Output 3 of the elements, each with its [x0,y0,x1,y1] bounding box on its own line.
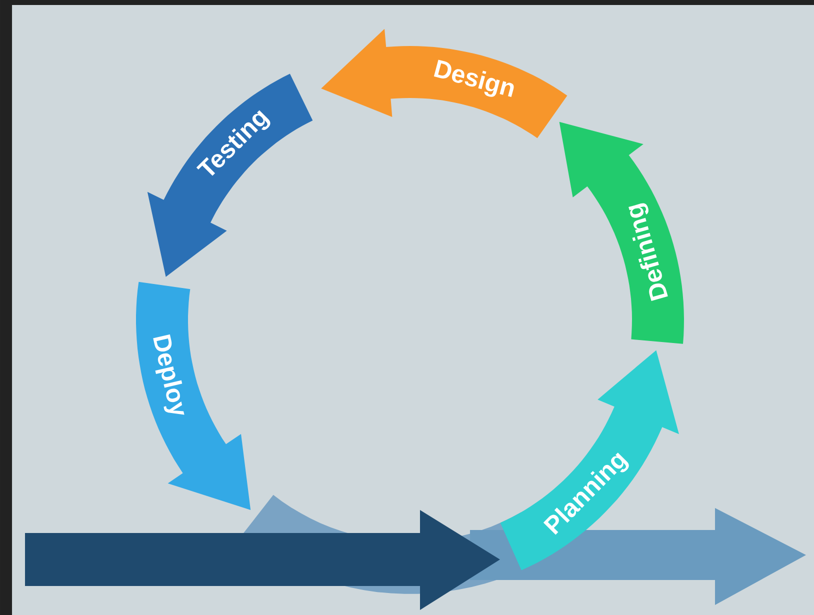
process-step: Deploy [136,282,251,510]
process-step: Defining [559,122,684,344]
process-step: Design [321,28,568,138]
